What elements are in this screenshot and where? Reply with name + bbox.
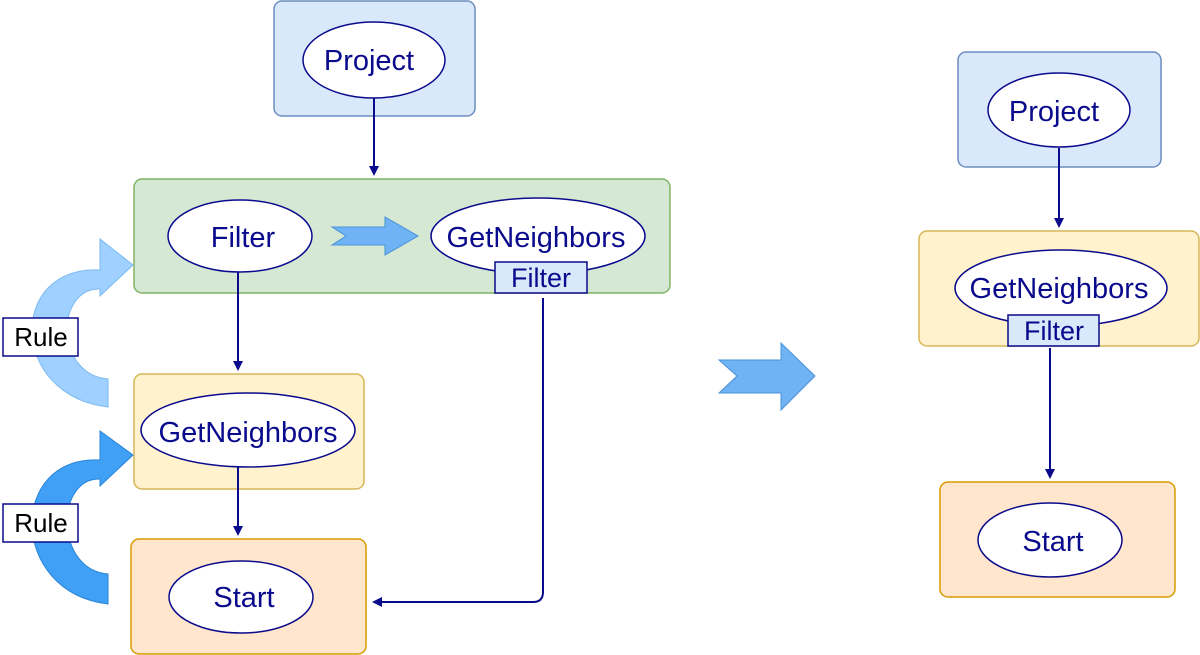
right-getneighbors-tag (1007, 314, 1100, 347)
rule-box-top: Rule (2, 317, 79, 357)
left-filter-node (167, 199, 313, 273)
rule-label-bottom: Rule (14, 508, 67, 538)
left-getneighbors-box: GetNeighbors (133, 373, 365, 490)
left-getneighbors-top-tag (494, 261, 588, 294)
right-start-box: Start (939, 481, 1176, 598)
right-getneighbors-tag-label: Filter (1024, 316, 1084, 346)
right-getneighbors-box: GetNeighbors Filter (918, 230, 1200, 347)
right-project-box: Project (957, 51, 1162, 168)
left-getneighbors-label: GetNeighbors (159, 417, 338, 449)
rule-box-bottom: Rule (2, 503, 79, 543)
right-project-label: Project (1009, 96, 1099, 128)
edge-getneighbors-filter-to-start (372, 298, 544, 607)
left-filter-label: Filter (211, 222, 276, 254)
transform-arrow (717, 341, 816, 412)
left-getneighbors-node (140, 392, 356, 468)
left-getneighbors-top-tag-label: Filter (511, 263, 571, 293)
left-project-box: Project (273, 0, 476, 117)
right-getneighbors-label: GetNeighbors (970, 273, 1149, 305)
right-start-label: Start (1022, 526, 1083, 558)
left-filter-box: Filter GetNeighbors Filter (133, 178, 671, 294)
left-start-label: Start (213, 582, 274, 614)
rule-label-top: Rule (14, 322, 67, 352)
left-start-node (168, 560, 314, 634)
right-project-node (987, 72, 1131, 148)
left-getneighbors-top-label: GetNeighbors (447, 222, 626, 254)
rule-arrow-bottom (31, 430, 134, 605)
left-project-label: Project (324, 45, 414, 77)
merge-arrow (330, 216, 420, 256)
right-start-node (977, 502, 1123, 578)
left-start-box: Start (130, 538, 367, 655)
